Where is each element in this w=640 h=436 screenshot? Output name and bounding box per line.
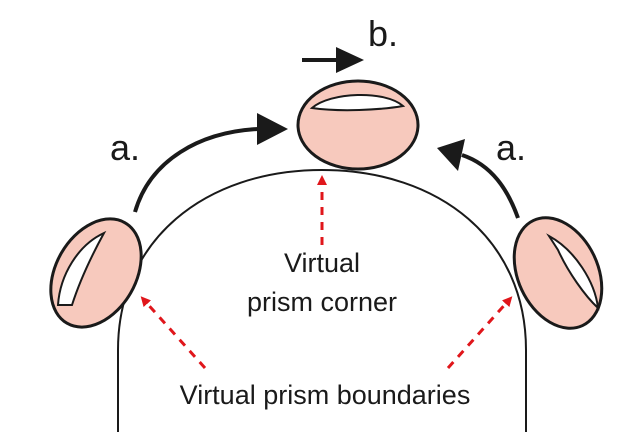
left-boundary-pointer-arrow xyxy=(140,296,207,370)
right-arrow-label: a. xyxy=(496,127,526,168)
left-arrow-label: a. xyxy=(110,127,140,168)
corner-label-line2: prism corner xyxy=(247,287,397,317)
left-motion-arrow xyxy=(133,113,288,213)
right-motion-arrow xyxy=(437,139,520,219)
right-highlight xyxy=(548,235,600,311)
corner-label-line1: Virtual xyxy=(284,248,360,278)
top-arrow-label: b. xyxy=(368,13,398,54)
top-highlight xyxy=(309,93,406,112)
left-highlight xyxy=(56,230,107,306)
top-contact-body xyxy=(296,79,420,171)
left-contact-body xyxy=(49,217,143,329)
right-boundary-pointer-arrow xyxy=(446,296,513,370)
top-motion-arrow xyxy=(302,47,364,73)
boundaries-label: Virtual prism boundaries xyxy=(180,380,471,410)
right-contact-body xyxy=(512,216,604,330)
